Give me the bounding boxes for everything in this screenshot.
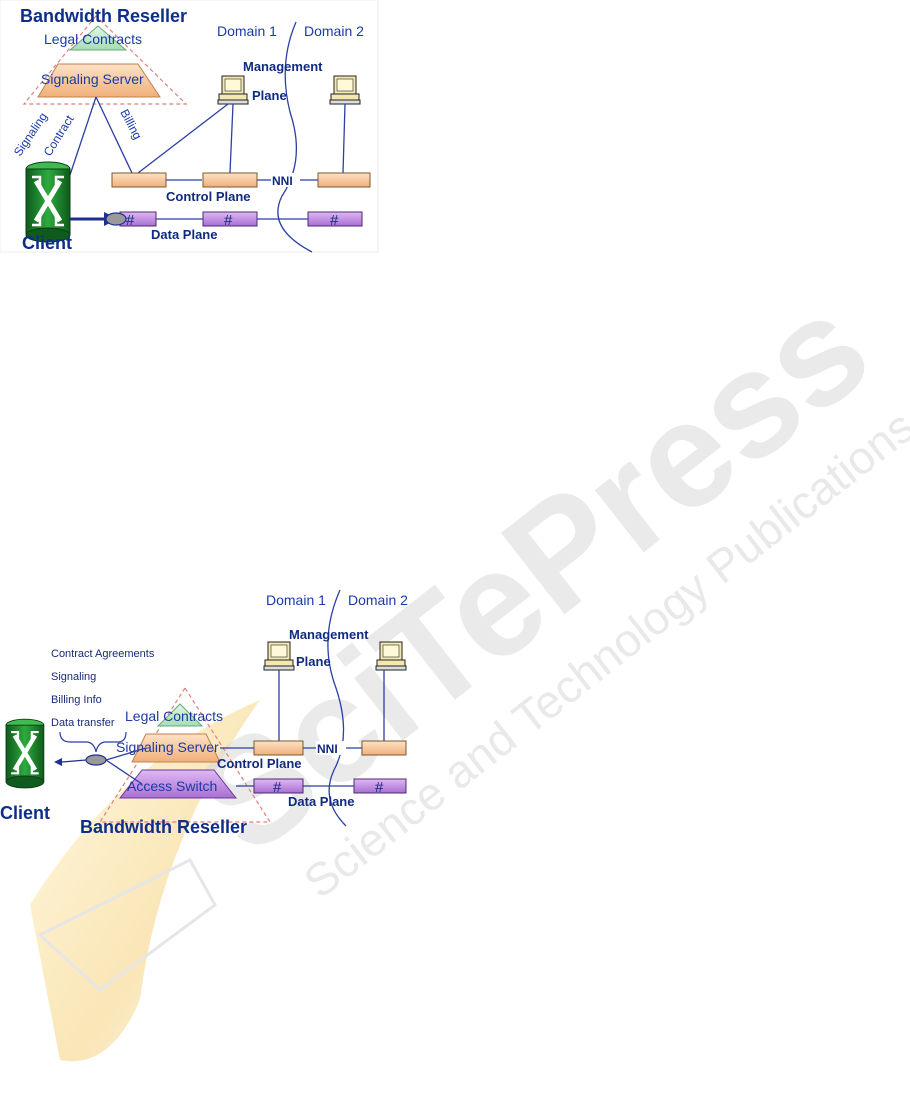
computer-icon	[217, 75, 249, 105]
control-plane-label: Control Plane	[166, 189, 251, 204]
data-plane-label: Data Plane	[151, 227, 217, 242]
mgmt-link	[137, 103, 229, 174]
domain-2-label: Domain 2	[348, 592, 408, 608]
data-transfer-label: Data transfer	[51, 717, 115, 729]
mgmt-link	[342, 103, 346, 174]
watermark: SciTePress Science and Technology Public…	[30, 262, 910, 1062]
client-access-link	[105, 759, 143, 785]
legal-contracts-label: Legal Contracts	[44, 31, 142, 47]
computer-icon	[329, 75, 361, 105]
client-access-link	[105, 747, 147, 761]
control-node	[317, 172, 371, 188]
signaling-server-trapezoid	[131, 733, 221, 763]
client-label: Client	[0, 803, 50, 823]
reseller-title: Bandwidth Reseller	[20, 6, 187, 26]
arrow-head-icon	[54, 758, 62, 766]
diagram-1: Bandwidth Reseller Legal Contracts Signa…	[0, 0, 379, 253]
data-switch-node	[353, 778, 407, 794]
reseller-title: Bandwidth Reseller	[80, 817, 247, 837]
legal-contracts-triangle	[156, 703, 204, 727]
signaling-server-trapezoid	[37, 63, 161, 98]
data-switch-node	[307, 211, 363, 227]
domain-boundary	[327, 589, 347, 827]
data-switch-node	[202, 211, 258, 227]
domain-1-label: Domain 1	[266, 592, 326, 608]
legal-contracts-label: Legal Contracts	[125, 708, 223, 724]
domain-boundary	[277, 21, 313, 253]
management-label: Management	[243, 59, 323, 74]
nni-label-bg	[316, 741, 346, 755]
switch-hash-label: #	[375, 779, 384, 796]
access-switch-label: Access Switch	[127, 778, 217, 794]
contract-agreements-label: Contract Agreements	[51, 648, 155, 660]
computer-icon	[375, 641, 407, 671]
client-label: Client	[22, 233, 72, 253]
switch-hash-label: #	[273, 779, 282, 796]
control-node	[202, 172, 258, 188]
control-node	[361, 740, 407, 756]
mgmt-link	[229, 103, 234, 174]
access-port-icon	[85, 754, 107, 766]
signaling-label: Signaling	[51, 671, 96, 683]
client-icon	[26, 162, 70, 242]
link-reseller-client	[69, 96, 97, 176]
control-node	[111, 172, 167, 188]
switch-hash-label: #	[224, 212, 233, 229]
reseller-boundary	[22, 15, 188, 105]
signaling-server-label: Signaling Server	[116, 739, 219, 755]
nni-label: NNI	[272, 174, 293, 188]
management-plane-label: Plane	[296, 654, 331, 669]
watermark-chevron	[37, 858, 217, 992]
management-label: Management	[289, 627, 369, 642]
diagram-2: Domain 1 Domain 2 Management Plane Contr…	[0, 589, 408, 837]
access-switch-trapezoid	[118, 769, 238, 799]
switch-hash-label: #	[126, 212, 135, 229]
switch-hash-label: #	[330, 212, 339, 229]
management-plane-label: Plane	[252, 88, 287, 103]
legal-contracts-triangle	[68, 25, 128, 51]
data-switch-node	[253, 778, 304, 794]
client-icon	[6, 719, 44, 788]
signaling-server-label: Signaling Server	[41, 71, 144, 87]
link-reseller-control	[95, 96, 133, 174]
nni-label-bg	[271, 173, 300, 187]
billing-info-label: Billing Info	[51, 694, 102, 706]
nni-label: NNI	[317, 742, 338, 756]
control-node	[253, 740, 304, 756]
domain-2-label: Domain 2	[304, 23, 364, 39]
domain-1-label: Domain 1	[217, 23, 277, 39]
data-plane-label: Data Plane	[288, 794, 354, 809]
services-brace	[59, 731, 127, 753]
access-port-icon	[105, 212, 127, 226]
control-plane-label: Control Plane	[217, 756, 302, 771]
client-data-arrow	[61, 759, 87, 763]
computer-icon	[263, 641, 295, 671]
